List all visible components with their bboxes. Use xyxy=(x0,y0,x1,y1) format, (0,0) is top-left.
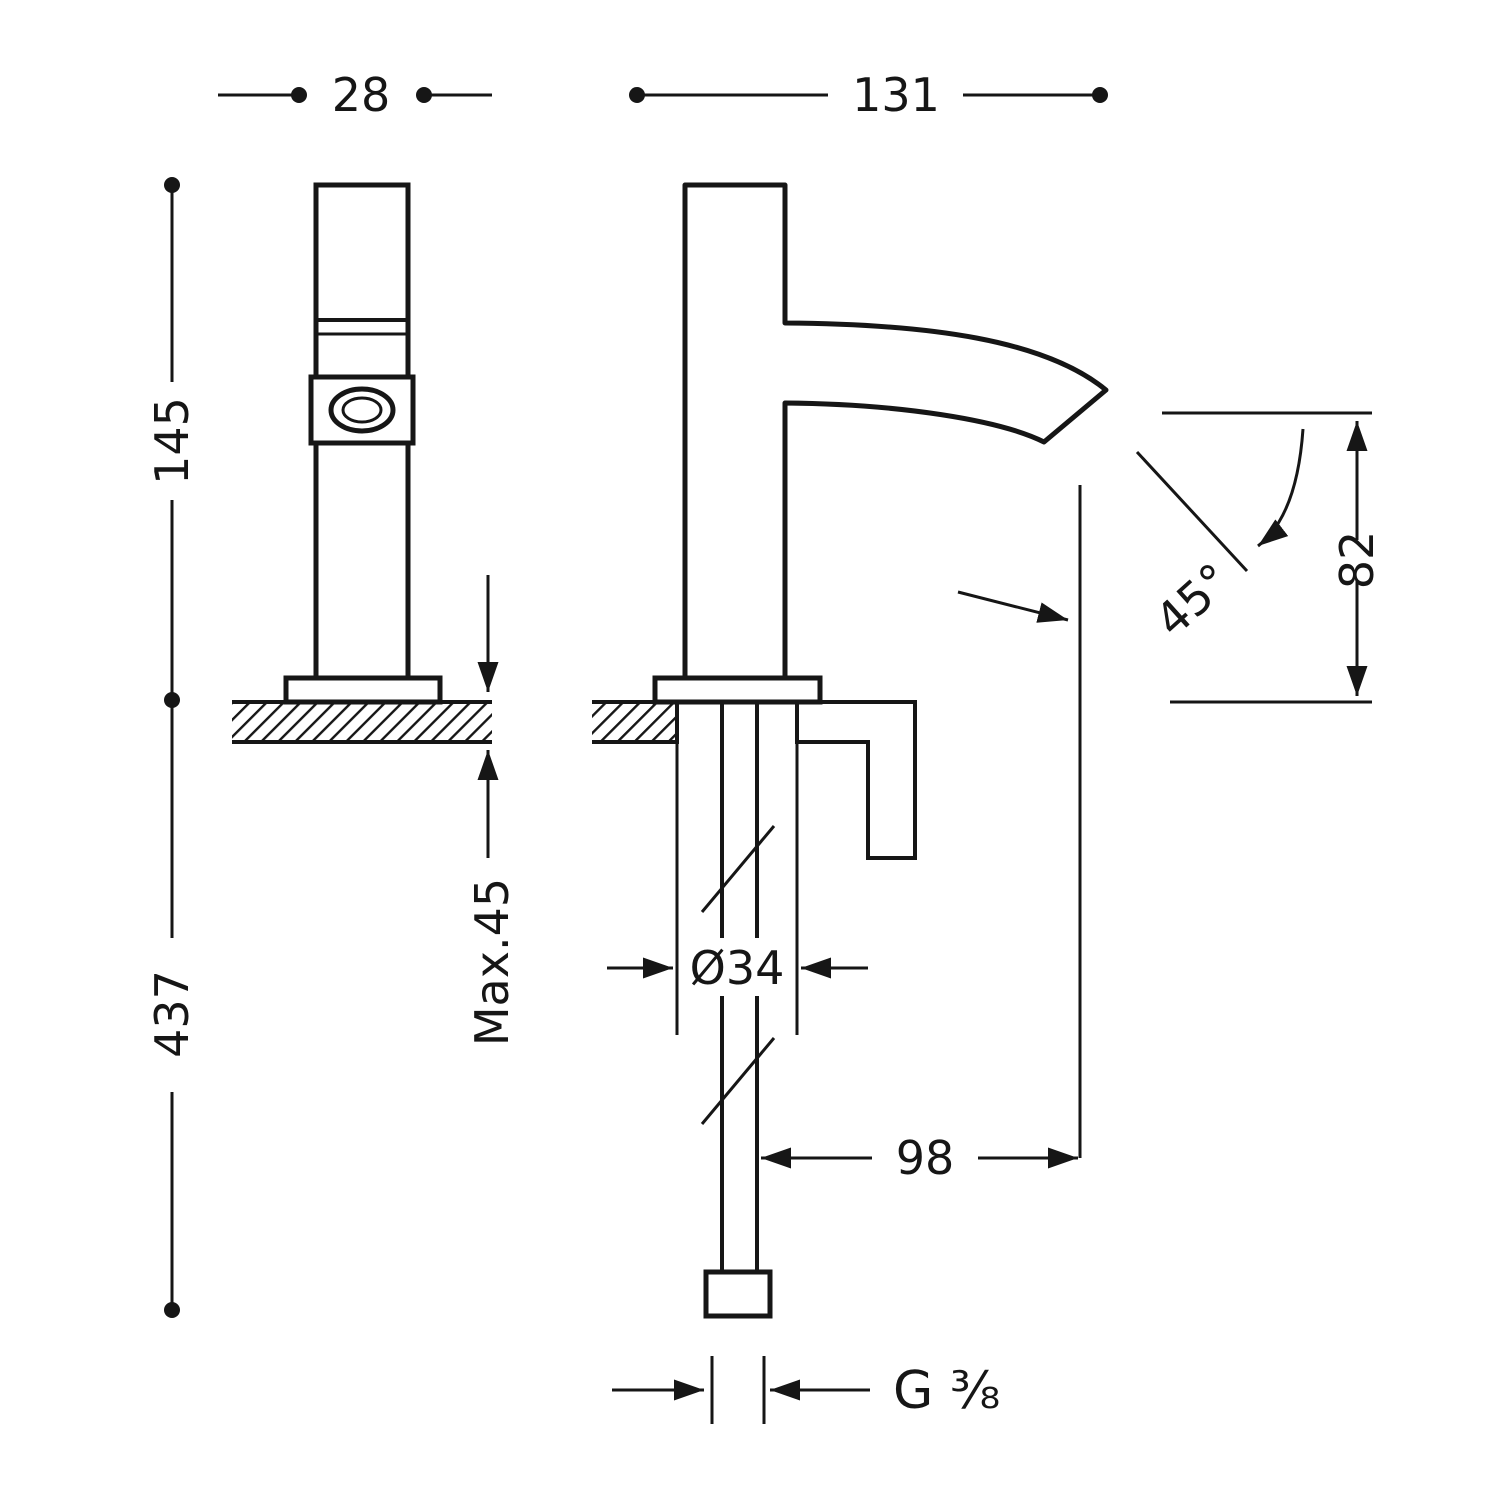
dimension-82: 82 xyxy=(1162,411,1384,704)
dimension-145-437: 145 437 xyxy=(145,177,199,1318)
pipe-break-mark-lower xyxy=(700,1037,776,1125)
supply-pipe xyxy=(700,702,776,1319)
dimension-131: 131 xyxy=(629,68,1108,122)
pipe-connector-nut xyxy=(703,1269,773,1319)
dim-g38-tick-lines xyxy=(710,1356,766,1424)
dim-82-label: 82 xyxy=(1330,531,1384,590)
countertop-right-strip-edges xyxy=(592,700,679,744)
countertop-right-section xyxy=(592,700,917,860)
annotation-45deg: 45° xyxy=(957,428,1305,648)
angle-arc-arrow xyxy=(1257,428,1305,548)
dim-145-label: 145 xyxy=(145,397,199,485)
dimension-28: 28 xyxy=(218,68,492,122)
front-body-and-spout xyxy=(682,182,1109,681)
faucet-front-view xyxy=(652,182,1109,705)
side-base-plate xyxy=(283,675,443,705)
dimension-d34: Ø34 xyxy=(607,742,868,1035)
dim-131-dot-right xyxy=(1092,87,1108,103)
countertop-left-section xyxy=(232,700,492,744)
side-outlet-oval-outer xyxy=(328,386,396,434)
side-outlet-oval-inner xyxy=(341,396,383,424)
dim-28-dot-right xyxy=(416,87,432,103)
dim-131-label: 131 xyxy=(852,68,940,122)
countertop-right-strip-hatch xyxy=(592,702,677,742)
dim-437-dot-bottom xyxy=(164,1302,180,1318)
dim-d34-extension-lines xyxy=(675,742,799,1035)
dim-437-label: 437 xyxy=(145,970,199,1058)
faucet-side-view xyxy=(283,182,443,705)
angle-label: 45° xyxy=(1145,553,1242,648)
angle-leader-arrow xyxy=(957,590,1069,623)
countertop-right-corner xyxy=(795,700,917,860)
dim-98-label: 98 xyxy=(896,1131,955,1185)
dim-d34-label-mask xyxy=(693,938,781,996)
dimension-98: 98 xyxy=(761,485,1082,1185)
dim-28-dot-left xyxy=(291,87,307,103)
dim-g38-label: G ⅜ xyxy=(893,1361,1000,1421)
dimension-g38: G ⅜ xyxy=(612,1356,1000,1424)
countertop-left-hatch xyxy=(232,702,492,742)
pipe-break-mark-upper xyxy=(700,825,776,913)
dim-28-label: 28 xyxy=(332,68,391,122)
angle-flow-line xyxy=(1135,450,1249,573)
front-base-plate xyxy=(652,675,823,705)
dim-max45-label: Max.45 xyxy=(465,878,519,1046)
dimension-max45: Max.45 xyxy=(465,575,519,1046)
dim-d34-label: Ø34 xyxy=(690,941,785,995)
